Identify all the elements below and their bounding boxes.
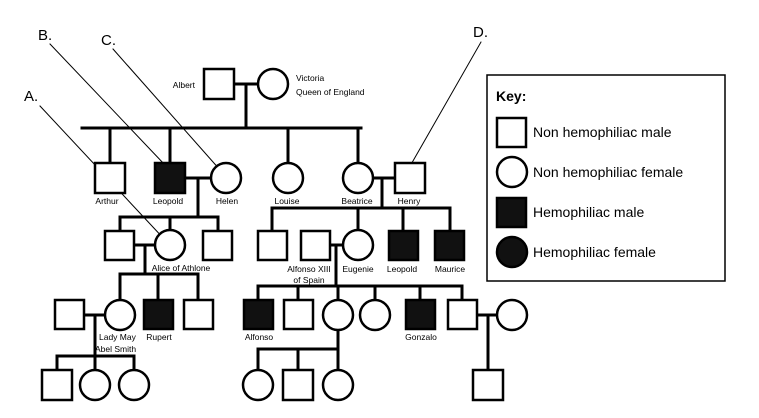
key-title-colon: :: [522, 88, 527, 104]
gen4-left-square-4: [182, 298, 215, 331]
label-maurice: Maurice: [435, 264, 466, 274]
callout-a: A.: [24, 88, 38, 105]
maurice-square: [433, 229, 466, 262]
key-unaffected-male-icon: [495, 116, 528, 149]
key-label-unaffected-female: Non hemophiliac female: [533, 164, 683, 180]
beatrice-circle: [341, 161, 375, 195]
key-title: Key:: [496, 88, 526, 104]
helen-circle: [209, 161, 243, 195]
alice-circle: [153, 228, 187, 262]
key-affected-male-icon: [495, 196, 528, 229]
abel-smith-square: [53, 298, 86, 331]
label-eugenie: Eugenie: [342, 264, 373, 274]
callout-b: B.: [38, 27, 52, 44]
key-label-affected-male: Hemophiliac male: [533, 204, 644, 220]
label-rupert: Rupert: [146, 332, 172, 342]
label-alfonso13-line2: of Spain: [293, 275, 324, 285]
gen5-circle-6: [321, 368, 355, 402]
pointer-d: [404, 41, 482, 176]
label-leopold2: Leopold: [387, 264, 418, 274]
callout-d: D.: [473, 24, 488, 41]
rupert-square: [142, 298, 175, 331]
key-unaffected-female-icon: [495, 155, 529, 189]
gen5-circle-4: [241, 368, 275, 402]
label-henry: Henry: [398, 196, 421, 206]
alfonso13-square: [299, 229, 332, 262]
gen5-square-5: [281, 368, 315, 402]
label-albert: Albert: [173, 80, 196, 90]
label-louise: Louise: [274, 196, 299, 206]
label-alfonso: Alfonso: [245, 332, 274, 342]
gen4-square-2: [282, 298, 315, 331]
gen5-circle-3: [117, 368, 151, 402]
leopold2-square: [387, 229, 420, 262]
albert-square: [202, 67, 236, 101]
gen3-square-1: [103, 229, 136, 262]
label-victoria-line2: Queen of England: [296, 87, 365, 97]
label-beatrice: Beatrice: [341, 196, 372, 206]
gen5-square-7: [471, 368, 505, 402]
label-abel-smith: Abel Smith: [95, 344, 136, 354]
henry-square: [393, 161, 427, 195]
label-leopold: Leopold: [153, 196, 184, 206]
gen5-square-1: [40, 368, 74, 402]
key-affected-female-icon: [495, 235, 529, 269]
key-label-unaffected-male: Non hemophiliac male: [533, 124, 672, 140]
eugenie-circle: [341, 228, 375, 262]
label-arthur: Arthur: [95, 196, 118, 206]
beatrice-child-square: [256, 229, 289, 262]
gen4-circle-3: [321, 298, 355, 332]
gen4-spouse-circle: [495, 298, 529, 332]
key-title-text: Key: [496, 88, 522, 104]
label-gonzalo: Gonzalo: [405, 332, 437, 342]
leopold-square: [153, 161, 187, 195]
pointer-c: [112, 48, 222, 172]
label-lady-may: Lady May: [99, 332, 137, 342]
gonzalo-square: [404, 298, 437, 331]
gen3-square-3: [201, 229, 234, 262]
alfonso-square: [242, 298, 275, 331]
pointer-b: [49, 43, 166, 166]
callout-c: C.: [101, 32, 116, 49]
label-victoria-line1: Victoria: [296, 73, 324, 83]
lady-may-circle: [103, 298, 137, 332]
label-alice: Alice of Athlone: [152, 263, 211, 273]
louise-circle: [271, 161, 305, 195]
key-box: Key: Non hemophiliac male Non hemophilia…: [486, 74, 726, 282]
gen4-circle-4: [358, 298, 392, 332]
victoria-circle: [256, 67, 290, 101]
label-alfonso13-line1: Alfonso XIII: [287, 264, 330, 274]
gen5-circle-2: [78, 368, 112, 402]
label-helen: Helen: [216, 196, 238, 206]
gen4-square-6: [446, 298, 479, 331]
arthur-square: [93, 161, 127, 195]
key-label-affected-female: Hemophiliac female: [533, 244, 656, 260]
